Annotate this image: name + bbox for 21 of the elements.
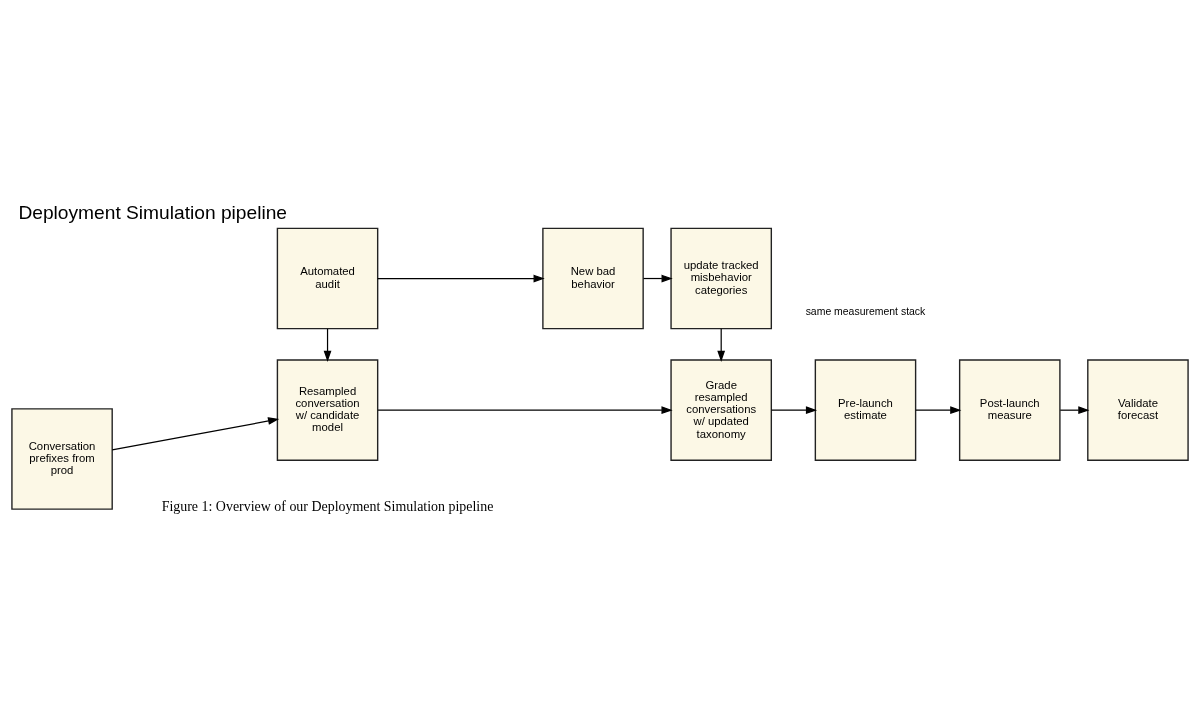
arrow <box>1059 405 1090 414</box>
node-box: Validate forecast <box>1087 358 1189 461</box>
arrow <box>717 327 726 362</box>
arrow <box>377 405 673 414</box>
arrow <box>770 405 818 414</box>
arrow <box>111 416 280 450</box>
node-box: Post-launch measure <box>958 358 1061 461</box>
node-box: Pre-launch estimate <box>814 358 917 461</box>
node-box: Conversation prefixes from prod <box>11 407 113 510</box>
node-box: New bad behavior <box>542 227 644 329</box>
arrow <box>642 274 673 282</box>
caption: Figure 1: Overview of our Deployment Simulation pipeline <box>161 498 494 514</box>
node-box: Automated audit <box>276 227 379 329</box>
node-box: update tracked misbehavior categories <box>670 227 772 329</box>
node-box: Grade resampled conversations w/ updated taxonomy <box>670 358 772 461</box>
arrow <box>377 274 545 282</box>
diagram-title: Deployment Simulation pipeline <box>18 201 288 223</box>
node-box: Resampled conversation w/ candidate model <box>276 358 379 461</box>
arrow <box>915 405 962 414</box>
label: same measurement stack <box>805 305 926 317</box>
arrow <box>323 327 332 362</box>
